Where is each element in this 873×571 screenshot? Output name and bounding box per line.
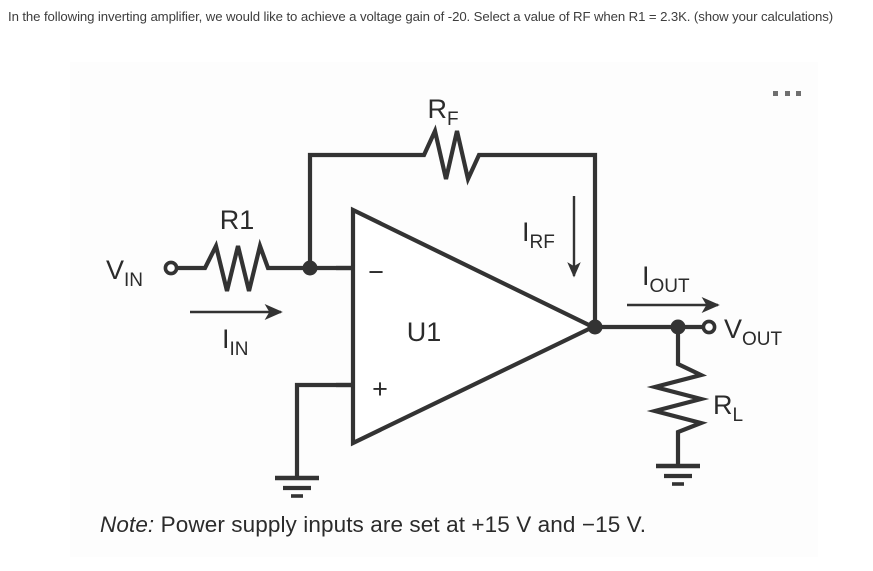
label-rf-sub: F <box>447 109 459 130</box>
label-iin-main: I <box>222 324 230 354</box>
kebab-dot-1 <box>773 90 778 96</box>
junction-dot-inverting <box>302 260 318 276</box>
label-opamp-minus: − <box>368 257 384 287</box>
junction-dot-vout <box>670 319 686 335</box>
label-u1: U1 <box>407 317 442 347</box>
label-r1: R1 <box>220 205 255 235</box>
label-vin-main: V <box>106 255 124 285</box>
label-vin-sub: IN <box>124 270 143 291</box>
junction-dot-output <box>587 319 603 335</box>
vout-terminal <box>701 319 717 335</box>
label-rl: RL <box>713 390 743 426</box>
label-irf-main: I <box>522 217 530 247</box>
label-rf-main: R <box>427 94 447 124</box>
feedback-wire-left <box>307 152 416 268</box>
label-opamp-plus: + <box>372 374 388 404</box>
label-vout-sub: OUT <box>742 329 783 350</box>
label-rf: RF <box>427 94 458 130</box>
rf-resistor-zigzag <box>416 124 498 186</box>
noninverting-input-wire <box>294 382 353 477</box>
ground-symbol-noninverting <box>275 475 319 498</box>
kebab-dot-3 <box>796 90 801 96</box>
label-irf-sub: RF <box>530 232 555 253</box>
note-text: Note: Power supply inputs are set at +15… <box>100 512 646 538</box>
kebab-dot-2 <box>784 90 790 96</box>
label-iout: IOUT <box>642 261 690 297</box>
label-iout-main: I <box>642 261 650 291</box>
ellipsis-horizontal-icon[interactable] <box>773 84 801 102</box>
label-iin-sub: IN <box>230 339 249 360</box>
label-iout-sub: OUT <box>650 276 691 297</box>
label-iin: IIN <box>222 324 249 360</box>
note-body: Power supply inputs are set at +15 V and… <box>154 512 647 537</box>
label-vout-main: V <box>724 314 742 344</box>
opamp-triangle <box>350 206 598 447</box>
label-vin: VIN <box>106 255 143 291</box>
label-rl-sub: L <box>733 405 744 426</box>
feedback-wire-right <box>498 152 598 327</box>
ground-symbol-load <box>656 463 700 486</box>
question-text: In the following inverting amplifier, we… <box>8 9 833 24</box>
note-keyword: Note: <box>100 512 155 537</box>
rl-resistor-zigzag <box>646 356 710 465</box>
vin-terminal <box>163 260 179 276</box>
label-irf: IRF <box>522 217 555 253</box>
label-vout: VOUT <box>724 314 783 350</box>
r1-resistor-zigzag <box>196 238 310 292</box>
label-rl-main: R <box>713 390 733 420</box>
